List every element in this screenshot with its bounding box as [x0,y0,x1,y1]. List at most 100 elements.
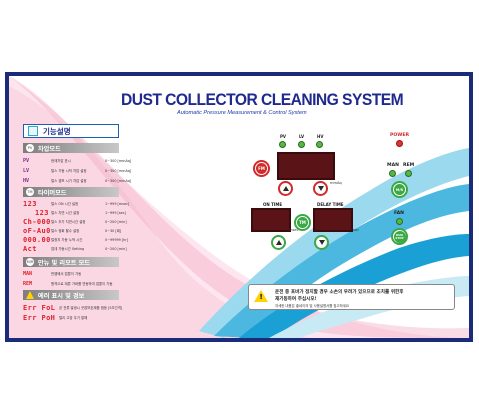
row-code: Ch-000 [23,217,51,226]
row-desc: 털리 고장 우기 알해 [59,316,88,320]
row-desc: 곧 전류 발생시 곳잡보호제품 점등 [5초간격] [59,306,123,310]
msec-unit: msec [289,228,299,232]
control-panel: DUST COLLECTOR CLEANING SYSTEM Automatic… [5,72,473,342]
list-item: Ch-000 털스 추가 지연시간 설정 0~200 [min] [23,217,127,226]
pressure-up-button[interactable] [278,181,293,196]
row-range: 1~999 [msec] [105,201,130,206]
caution-notice: ! 운전 중 포바가 정지할 경우 소손의 우려가 있으므로 조치를 위한후 재… [248,284,455,310]
on-time-label: ON TIME [263,202,283,207]
mmaq-unit: mmAq [330,181,342,185]
section-title: 타이머모드 [38,189,67,197]
time-up-button[interactable] [271,235,286,250]
row-desc: 현재차압 표시 [51,159,71,163]
pressure-down-button[interactable] [313,181,328,196]
row-range: 0~300 [mmAq] [105,168,132,173]
row-desc: 털스 지연 시간 설정 [51,211,80,215]
section-title: 차압모드 [38,145,61,153]
pv-badge-icon: PV [26,144,34,152]
list-item: 123 털스 ON 시간 설정 1~999 [msec] [23,199,130,208]
lv-label: LV [299,134,305,139]
hv-indicator-led [316,141,323,148]
rem-label: REM [403,163,415,168]
row-range: 1~999 [sec] [105,210,126,215]
row-code: REM [23,280,33,287]
list-item: 123 털스 지연 시간 설정 1~999 [sec] [23,208,126,217]
row-range: 0~30 [회] [105,229,122,233]
row-desc: 털스 경보 시기 차압 설정 [51,179,87,183]
fan-indicator-led [396,218,403,225]
sec-unit: sec [353,228,360,232]
section-pressure-mode: PV 차압모드 [23,143,119,153]
section-timer-mode: TM 타이머모드 [23,187,119,197]
on-time-display [251,208,291,232]
caution-line-1: 운전 중 포바가 정지할 경우 소손의 우려가 있으므로 조치를 위한후 [275,290,404,295]
checkbox-icon [28,126,38,136]
row-range: 0~300 [mmAq] [105,158,132,163]
list-item: Err PoH 털리 고장 우기 알해 [23,313,88,322]
rem-indicator-led [405,170,412,177]
fm-button[interactable]: FM [253,160,270,177]
arrow-up-icon [275,240,282,245]
arrow-down-icon [318,240,325,245]
row-code: Err FoL [23,303,56,312]
row-desc: 털스 가동 시작 차압 설정 [51,169,87,173]
run-stop-button[interactable]: RUN STOP [391,228,408,245]
pressure-display [277,152,335,180]
section-title: 에러 표시 및 경보 [38,292,85,300]
list-item: REM 원격으로 제류 가바를 연동하여 접뿐이 가동 [23,280,113,287]
row-desc: 털스 정회 할수 설정 [51,229,80,233]
row-code: 000.00 [23,235,51,244]
row-code: PV [23,157,30,164]
row-desc: 털스 추가 지연시간 설정 [51,220,86,224]
list-item: PV 현재차압 표시 0~300 [mmAq] [23,157,131,164]
power-indicator-led [396,140,403,147]
row-desc: 원격으로 제류 가바를 연동하여 접뿐이 가동 [51,282,113,286]
tm-button[interactable]: TM [294,214,311,231]
pv-indicator-led [279,141,286,148]
lv-indicator-led [298,141,305,148]
row-code: Err PoH [23,313,56,322]
row-desc: 털스 ON 시간 설정 [51,202,79,206]
fm-button-label: FM [258,166,265,171]
row-code: oF-Au0 [23,226,51,235]
tm-badge-icon: TM [26,188,34,196]
row-code: LV [23,167,30,174]
row-desc: 판쳅에서 접뿐이 가동 [51,272,82,276]
caution-line-2: 재기동하여 주십시오! [275,297,317,302]
arrow-down-icon [317,186,324,191]
row-range: 0~200 [min] [105,246,127,251]
list-item: LV 털스 가동 시작 차압 설정 0~300 [mmAq] [23,167,131,174]
warning-icon: ! [254,290,268,302]
row-code: MAN [23,270,33,277]
section-title: 만뉴 및 리모트 모드 [38,259,91,267]
function-description-label: 기능설명 [43,126,71,136]
run-stop-button-label: RUN STOP [395,232,404,240]
page-title: DUST COLLECTOR CLEANING SYSTEM [121,90,404,109]
delay-time-label: DELAY TIME [317,202,344,207]
row-code: Act [23,244,37,253]
row-desc: 털정지 가동 누적 시간 [51,238,83,242]
row-range: 0~99999 [hr] [105,237,129,242]
power-label: POWER [390,133,410,138]
row-desc: 업데 가동시간 Setting [51,247,85,251]
warning-icon [26,291,34,299]
time-down-button[interactable] [314,235,329,250]
list-item: Act 업데 가동시간 Setting 0~200 [min] [23,244,127,253]
list-item: oF-Au0 털스 정회 할수 설정 0~30 [회] [23,226,122,235]
mr-badge-icon: M/R [26,258,34,266]
row-code: 123 [23,199,37,208]
row-range: 0~300 [mmAq] [105,178,132,183]
man-label: MAN [387,163,399,168]
man-indicator-led [389,170,396,177]
row-code: 123 [35,208,49,217]
list-item: Err FoL 곧 전류 발생시 곳잡보호제품 점등 [5초간격] [23,303,123,312]
arrow-up-icon [282,186,289,191]
mr-button[interactable]: M/R [391,181,408,198]
mr-button-label: M/R [395,187,404,192]
tm-button-label: TM [299,220,306,225]
fan-label: FAN [394,211,405,216]
caution-line-3: 자세한 내용은 출네이의 및 사용설명서를 참고하세요 [275,304,350,308]
row-range: 0~200 [min] [105,219,127,224]
list-item: HV 털스 경보 시기 차압 설정 0~300 [mmAq] [23,177,131,184]
page-subtitle: Automatic Pressure Measurement & Control… [177,110,307,116]
